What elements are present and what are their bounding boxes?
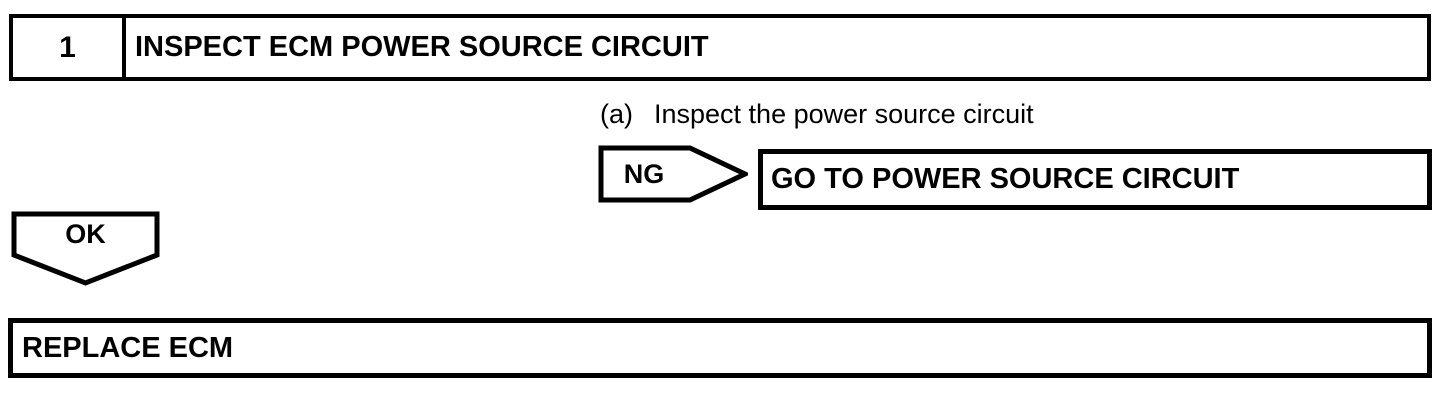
ng-action-label: GO TO POWER SOURCE CIRCUIT [771, 163, 1240, 195]
step-number: 1 [59, 30, 76, 64]
ok-pentagon-down-arrow-shape [11, 211, 160, 286]
ng-label: NG [623, 158, 665, 189]
instruction-line: (a) Inspect the power source circuit [600, 99, 1034, 130]
ok-action-label: REPLACE ECM [22, 331, 234, 364]
step-title-cell: INSPECT ECM POWER SOURCE CIRCUIT [126, 18, 1427, 77]
step-title: INSPECT ECM POWER SOURCE CIRCUIT [135, 31, 709, 63]
ng-connector: NG [598, 145, 748, 203]
step-header-box: 1 INSPECT ECM POWER SOURCE CIRCUIT [9, 14, 1431, 81]
ng-action-box: GO TO POWER SOURCE CIRCUIT [758, 149, 1432, 210]
step-number-cell: 1 [13, 18, 126, 77]
ok-label: OK [65, 219, 106, 249]
ng-pentagon-right-arrow-shape [598, 145, 748, 203]
ok-connector: OK [11, 211, 160, 286]
instruction-index: (a) [600, 99, 633, 129]
ok-action-box: REPLACE ECM [8, 318, 1432, 378]
instruction-text: Inspect the power source circuit [654, 99, 1034, 129]
